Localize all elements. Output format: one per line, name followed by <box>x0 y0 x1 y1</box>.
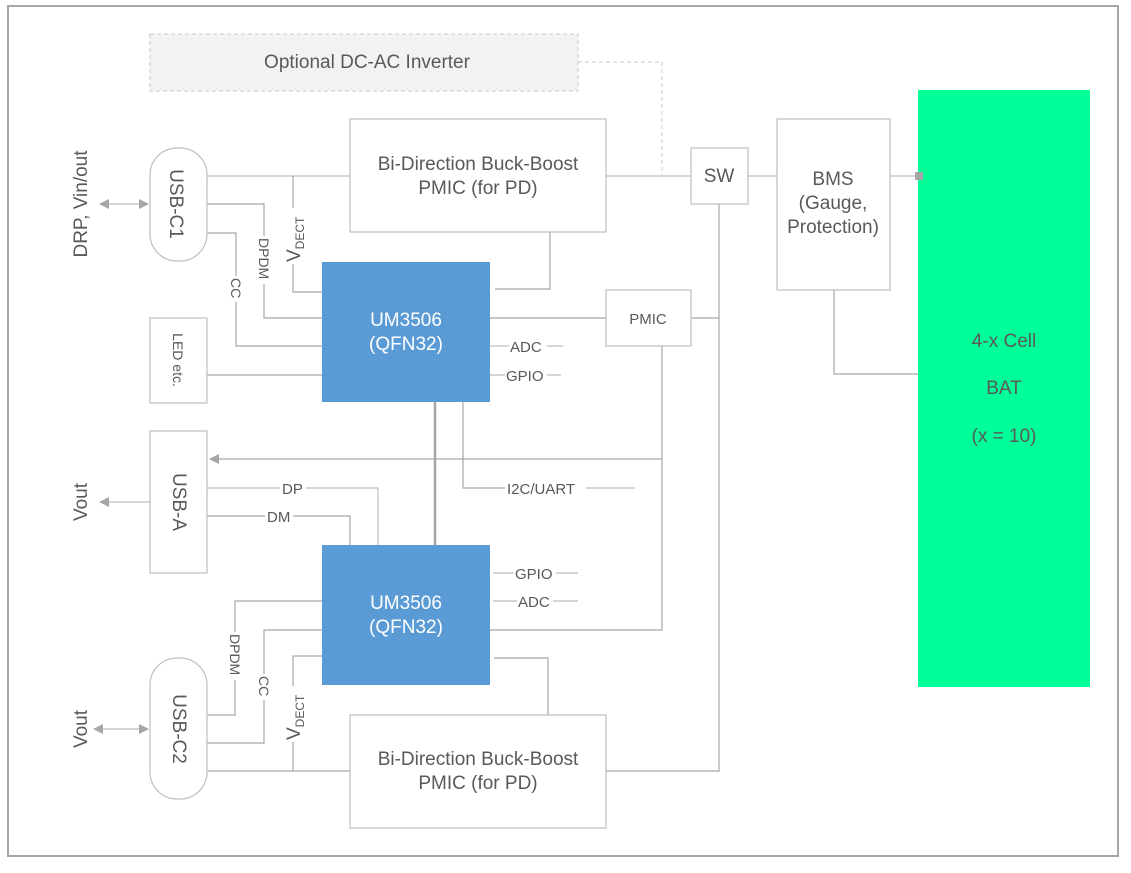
wire-pmic-mcu-top <box>495 232 551 290</box>
bms-line2: (Gauge, <box>799 193 868 214</box>
dm-label: DM <box>267 509 290 526</box>
usb-c2-io-label: Vout <box>71 709 92 748</box>
vdect-bottom-main: V <box>284 727 305 740</box>
wire-bms-bat-sense <box>833 290 918 375</box>
vdect-bottom-sub: DECT <box>293 694 307 727</box>
pmic-pd-top-line1: Bi-Direction Buck-Boost <box>378 154 579 175</box>
adc-bottom-bg <box>517 592 553 610</box>
led-label: LED etc. <box>170 333 186 387</box>
vdect-top-label: VDECT <box>284 208 307 264</box>
dpdm-bottom-label: DPDM <box>227 632 243 680</box>
usb-a-port[interactable]: USB-A <box>149 430 208 574</box>
usb-a-io-label: Vout <box>71 482 92 521</box>
gpio-bottom-label: GPIO <box>515 566 553 583</box>
dp-bg <box>280 479 306 497</box>
mcu-top-line2: (QFN32) <box>369 334 443 355</box>
usb-c2-port[interactable]: USB-C2 <box>149 657 208 800</box>
optional-inverter-block[interactable]: Optional DC-AC Inverter <box>149 33 579 92</box>
mcu-top-chip[interactable]: UM3506 (QFN32) <box>322 262 490 402</box>
usb-c1-label: USB-C1 <box>165 169 186 239</box>
dp-label: DP <box>282 481 303 498</box>
sw-block[interactable]: SW <box>690 147 749 205</box>
gpio-top-label: GPIO <box>506 368 544 385</box>
adc-top-bg <box>509 337 547 355</box>
pmic-pd-bottom-line1: Bi-Direction Buck-Boost <box>378 749 579 770</box>
battery-block[interactable]: 4-x Cell BAT (x = 10) <box>918 90 1090 687</box>
usb-c1-port[interactable]: USB-C1 <box>149 147 208 262</box>
pmic-pd-top-line2: PMIC (for PD) <box>418 178 537 199</box>
sw-label: SW <box>704 166 735 187</box>
cc-top-label: CC <box>228 276 244 302</box>
cc-bottom-label: CC <box>256 674 272 700</box>
usb-c2-label: USB-C2 <box>168 694 189 764</box>
wire-sw-bus <box>606 204 720 772</box>
dpdm-top-text: DPDM <box>256 238 272 279</box>
wire-dm <box>207 515 351 545</box>
cc-bottom-text: CC <box>256 676 272 696</box>
pmic-label: PMIC <box>629 311 667 328</box>
gpio-bottom-bg <box>514 564 556 582</box>
usb-a-label: USB-A <box>168 473 189 531</box>
optional-inverter-label: Optional DC-AC Inverter <box>264 52 471 73</box>
battery-line1: 4-x Cell <box>972 331 1036 352</box>
dpdm-top-label: DPDM <box>256 236 272 284</box>
diagram-frame <box>7 5 1119 857</box>
cc-top-text: CC <box>228 278 244 298</box>
i2c-uart-label: I2C/UART <box>507 481 575 498</box>
led-block[interactable]: LED etc. <box>149 317 208 404</box>
mcu-bottom-line1: UM3506 <box>370 593 442 614</box>
mcu-bottom-line2: (QFN32) <box>369 617 443 638</box>
vdect-top-sub: DECT <box>293 216 307 249</box>
battery-line3: (x = 10) <box>972 426 1037 447</box>
wire-dp <box>207 487 379 545</box>
dpdm-bottom-text: DPDM <box>227 634 243 675</box>
wire-pmic-down <box>490 346 663 631</box>
gpio-top-bg <box>505 366 547 384</box>
pmic-pd-bottom-block[interactable]: Bi-Direction Buck-Boost PMIC (for PD) <box>349 714 607 829</box>
mcu-top-line1: UM3506 <box>370 310 442 331</box>
wire-i2c-uart <box>462 402 505 489</box>
vdect-top-main: V <box>284 249 305 262</box>
adc-bottom-label: ADC <box>518 594 550 611</box>
dm-bg <box>265 507 293 525</box>
adc-top-label: ADC <box>510 339 542 356</box>
mcu-bottom-chip[interactable]: UM3506 (QFN32) <box>322 545 490 685</box>
bms-block[interactable]: BMS (Gauge, Protection) <box>776 118 891 291</box>
vdect-bottom-label: VDECT <box>284 686 307 742</box>
bms-line3: Protection) <box>787 217 879 238</box>
bms-line1: BMS <box>812 169 853 190</box>
vdect-top-text: VDECT <box>284 216 307 262</box>
pmic-pd-bottom-line2: PMIC (for PD) <box>418 773 537 794</box>
usb-c1-io-label: DRP, Vin/out <box>71 150 92 258</box>
pmic-block[interactable]: PMIC <box>605 289 692 347</box>
vdect-bottom-text: VDECT <box>284 694 307 740</box>
wire-inverter-dashed <box>578 61 663 176</box>
pmic-pd-top-block[interactable]: Bi-Direction Buck-Boost PMIC (for PD) <box>349 118 607 233</box>
battery-terminal <box>915 172 923 180</box>
wire-mcu-pmic-bottom <box>494 657 549 715</box>
battery-line2: BAT <box>986 378 1022 399</box>
